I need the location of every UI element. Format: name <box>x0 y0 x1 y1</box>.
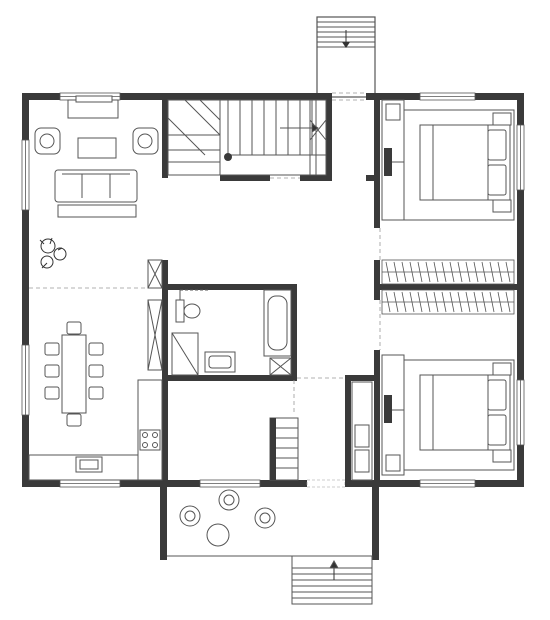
kitchen <box>28 259 163 481</box>
stair-post <box>224 153 232 161</box>
dining-area <box>44 321 104 427</box>
tv <box>384 148 392 176</box>
armchair-left <box>34 127 61 155</box>
hall-closet <box>351 381 373 481</box>
lower-stairs <box>269 417 299 481</box>
wardrobe-2 <box>381 289 515 315</box>
plant-icon <box>39 237 67 269</box>
bedroom-2 <box>381 354 515 476</box>
armchair-right <box>132 127 159 155</box>
round-table <box>206 523 230 547</box>
wardrobe-1 <box>381 259 515 285</box>
main-staircase <box>167 99 327 176</box>
sofa <box>54 169 138 218</box>
top-entry-stairs <box>316 16 376 98</box>
tv <box>384 395 392 423</box>
doorway-lines <box>29 92 381 415</box>
terrace <box>167 489 372 557</box>
bottom-entry-stairs <box>291 555 373 605</box>
bedroom-1 <box>381 99 515 221</box>
living-room <box>34 95 159 218</box>
interior-walls <box>162 93 524 485</box>
bathroom <box>171 289 292 376</box>
